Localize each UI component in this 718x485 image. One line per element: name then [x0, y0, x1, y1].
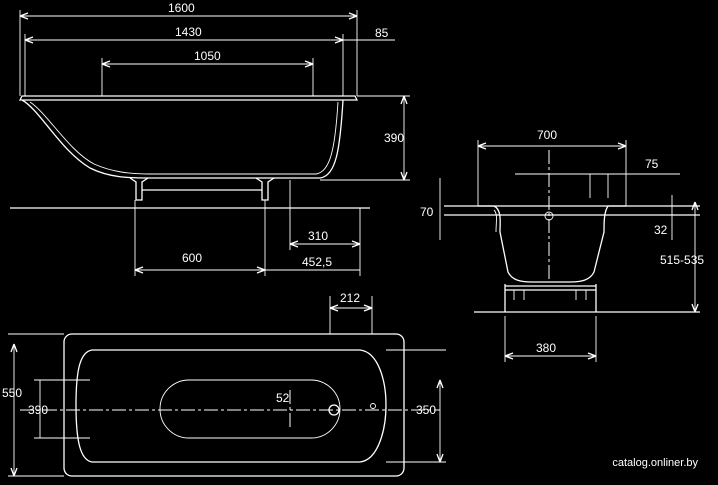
dim-515-535: 515-535 [660, 253, 704, 267]
dim-600: 600 [182, 251, 202, 265]
dim-32: 32 [654, 223, 668, 237]
dim-700: 700 [537, 128, 557, 142]
dim-550: 550 [2, 386, 22, 400]
dim-52: 52 [276, 391, 290, 405]
dim-390-side: 390 [384, 131, 404, 145]
dim-310: 310 [308, 229, 328, 243]
dim-70: 70 [420, 205, 434, 219]
dim-85: 85 [375, 26, 389, 40]
dim-1600: 1600 [168, 1, 195, 15]
plan-view: 212 550 390 52 350 [2, 291, 446, 477]
end-view: 700 75 70 32 515-535 380 [420, 128, 704, 362]
dim-1430: 1430 [175, 25, 202, 39]
dim-390-top: 390 [28, 403, 48, 417]
side-view: 1600 1430 85 1050 390 310 600 452,5 [10, 1, 410, 276]
watermark: catalog.onliner.by [612, 457, 698, 469]
dim-350: 350 [416, 403, 436, 417]
dim-1050: 1050 [194, 49, 221, 63]
dim-212: 212 [340, 291, 360, 305]
dim-452-5: 452,5 [302, 255, 332, 269]
dim-380: 380 [536, 341, 556, 355]
dim-75: 75 [645, 157, 659, 171]
